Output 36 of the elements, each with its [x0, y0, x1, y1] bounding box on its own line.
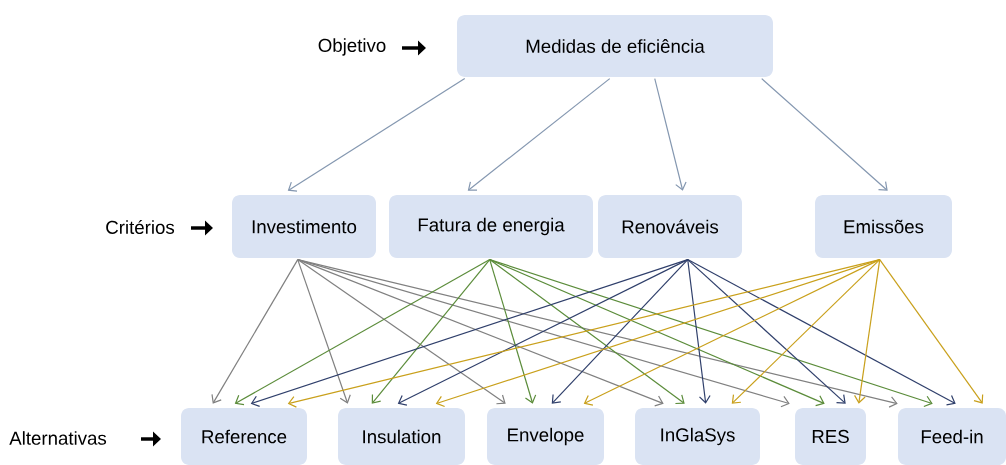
arrow: [654, 78, 687, 191]
process-box: InGlaSys: [635, 408, 760, 465]
arrow: [234, 259, 491, 406]
process-box: Insulation: [338, 408, 465, 465]
process-box: Feed-in: [898, 408, 1006, 465]
arrow: [297, 259, 664, 407]
arrow: [371, 259, 491, 404]
process-box: Envelope: [487, 408, 604, 465]
arrow: [211, 259, 299, 404]
arrow: [687, 259, 956, 406]
process-box: Fatura de energia: [389, 195, 593, 258]
arrow: [731, 259, 881, 404]
arrow: [583, 259, 881, 406]
arrow: [467, 78, 611, 191]
arrow: [489, 259, 537, 404]
level-label: Alternativas: [9, 431, 107, 445]
process-box: Medidas de eficiência: [457, 15, 773, 77]
arrow: [489, 259, 933, 408]
arrow: [297, 259, 351, 404]
process-box: Renováveis: [598, 195, 742, 258]
process-box: Reference: [181, 408, 307, 465]
arrow: [551, 259, 689, 404]
arrow: [397, 259, 689, 406]
level-label: Critérios: [106, 220, 175, 234]
level-label: Objetivo: [318, 38, 386, 56]
process-box: RES: [795, 408, 866, 465]
process-box: Emissões: [815, 195, 952, 258]
arrow: [287, 78, 466, 192]
arrow: [687, 259, 846, 404]
arrow: [489, 259, 685, 405]
process-box: Investimento: [232, 195, 376, 258]
arrow: [879, 259, 984, 404]
arrow: [687, 259, 711, 404]
arrow: [761, 78, 888, 191]
arrow: [297, 259, 506, 405]
arrow: [853, 259, 881, 404]
